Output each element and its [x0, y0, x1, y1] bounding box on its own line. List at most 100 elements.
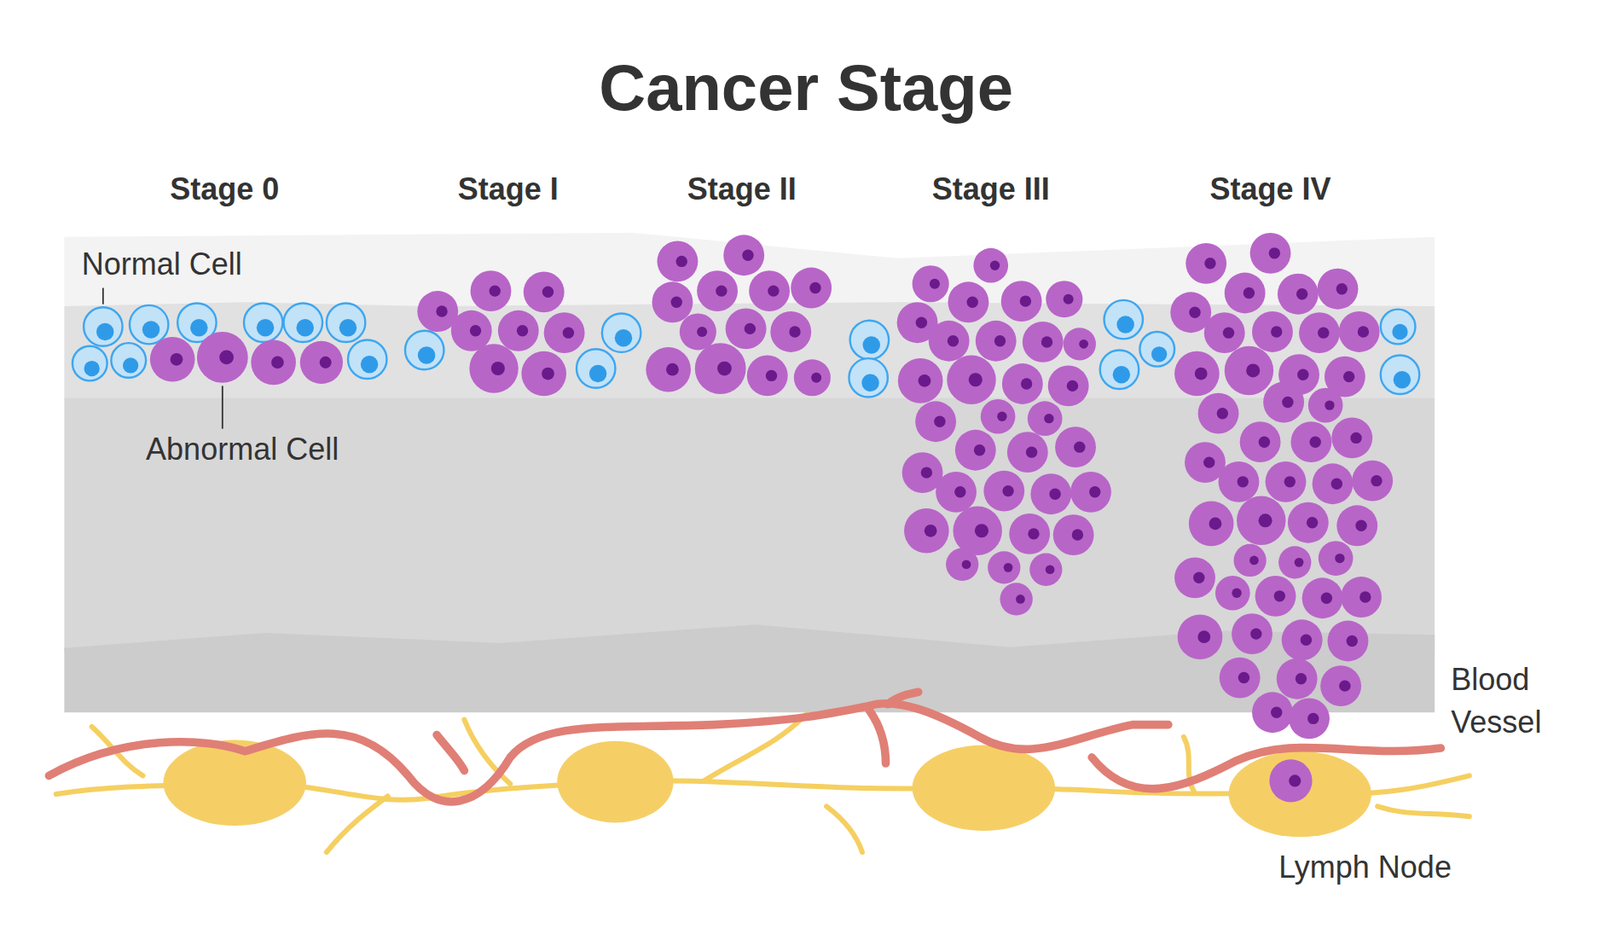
cell-nucleus — [1203, 456, 1215, 468]
cell-nucleus — [1243, 287, 1255, 299]
cell-nucleus — [765, 370, 777, 382]
abnormal-cell — [1320, 665, 1362, 707]
cell-nucleus — [589, 365, 607, 383]
cell-nucleus — [1066, 380, 1079, 392]
diagram-title: Cancer Stage — [598, 48, 1014, 127]
cell-nucleus — [696, 326, 708, 337]
abnormal-cell — [523, 271, 565, 313]
abnormal-cell — [945, 548, 979, 581]
cell-nucleus — [1334, 553, 1345, 563]
cell-nucleus — [1231, 588, 1241, 598]
abnormal-cell — [790, 267, 832, 309]
lymph-node — [1228, 751, 1373, 838]
abnormal-cell — [1204, 312, 1246, 354]
cell-nucleus — [435, 305, 447, 317]
lymph-vessel — [826, 805, 863, 853]
abnormal-cell — [1233, 544, 1266, 577]
normal-cell — [602, 313, 641, 352]
abnormal-cell — [1000, 582, 1033, 615]
abnormal-cell — [1224, 346, 1274, 395]
cell-nucleus — [319, 356, 332, 369]
abnormal-cell — [1231, 613, 1273, 655]
abnormal-cell — [1351, 460, 1393, 502]
cell-nucleus — [1350, 432, 1362, 444]
cell-nucleus — [1336, 283, 1348, 295]
cell-nucleus — [1020, 295, 1032, 307]
normal-cell — [1100, 350, 1139, 389]
abnormal-cell — [1269, 759, 1312, 802]
abnormal-cell — [1048, 365, 1090, 406]
cell-nucleus — [1331, 478, 1343, 490]
abnormal-cell — [770, 311, 812, 353]
cell-nucleus — [1238, 672, 1250, 684]
cell-nucleus — [924, 524, 938, 538]
blood-vessel — [869, 710, 886, 764]
normal-cell — [243, 302, 283, 342]
abnormal-cell — [1001, 280, 1043, 322]
abnormal-cell — [1007, 431, 1049, 473]
abnormal-cell — [1055, 426, 1096, 468]
cell-nucleus — [954, 486, 966, 498]
cell-nucleus — [1237, 475, 1249, 487]
blood-vessel — [887, 691, 919, 704]
abnormal-cell — [1188, 501, 1235, 547]
normal-cell — [129, 305, 169, 344]
normal-cell — [848, 358, 887, 397]
abnormal-cell — [915, 400, 957, 442]
cell-nucleus — [1249, 556, 1259, 566]
cell-nucleus — [1217, 407, 1229, 419]
cell-nucleus — [170, 353, 184, 366]
cell-nucleus — [717, 361, 732, 377]
abnormal-cell — [935, 471, 977, 513]
cell-nucleus — [542, 286, 554, 298]
lymph-vessel — [326, 795, 389, 853]
abnormal-cell — [1255, 575, 1297, 617]
normal-cell — [110, 342, 146, 378]
abnormal-cell — [1240, 421, 1282, 463]
abnormal-cell — [1340, 576, 1382, 618]
abnormal-cell — [1030, 473, 1072, 515]
cell-nucleus — [1151, 346, 1167, 362]
leader-line — [102, 288, 105, 305]
abnormal-cell — [1287, 502, 1329, 544]
lymph-node — [162, 740, 306, 827]
cell-nucleus — [1317, 326, 1329, 338]
cell-nucleus — [1049, 488, 1061, 500]
cell-nucleus — [1355, 520, 1367, 532]
abnormal-cell — [197, 331, 249, 383]
abnormal-cell — [1331, 417, 1373, 458]
cell-nucleus — [1346, 635, 1358, 647]
cell-nucleus — [744, 323, 756, 335]
cell-nucleus — [1370, 475, 1382, 487]
cell-nucleus — [1194, 367, 1208, 381]
abnormal-cell — [1288, 697, 1330, 739]
cell-nucleus — [1324, 400, 1334, 410]
abnormal-cell — [983, 470, 1025, 512]
abnormal-cell — [300, 341, 343, 384]
cell-nucleus — [219, 350, 234, 366]
connective-layer — [63, 398, 1435, 652]
abnormal-cell — [1250, 232, 1292, 274]
part-label: Lymph Node — [1278, 848, 1452, 886]
abnormal-cell — [469, 343, 518, 393]
abnormal-cell — [695, 342, 747, 395]
cell-nucleus — [1274, 590, 1286, 602]
cell-nucleus — [666, 363, 679, 377]
normal-cell — [1104, 300, 1143, 339]
cell-nucleus — [1288, 774, 1301, 787]
cell-nucleus — [1306, 516, 1318, 528]
leader-line — [221, 385, 224, 429]
cell-nucleus — [1297, 369, 1309, 381]
abnormal-cell — [1281, 619, 1323, 661]
abnormal-cell — [975, 320, 1017, 362]
cell-nucleus — [918, 374, 932, 388]
cell-nucleus — [1284, 475, 1296, 487]
lymph-vessel — [1377, 805, 1470, 817]
cell-nucleus — [417, 346, 435, 364]
abnormal-cell — [250, 340, 296, 386]
cell-nucleus — [469, 324, 482, 337]
cell-nucleus — [915, 317, 928, 329]
cell-nucleus — [614, 329, 632, 347]
cell-nucleus — [1295, 672, 1307, 685]
cell-nucleus — [1309, 435, 1321, 447]
